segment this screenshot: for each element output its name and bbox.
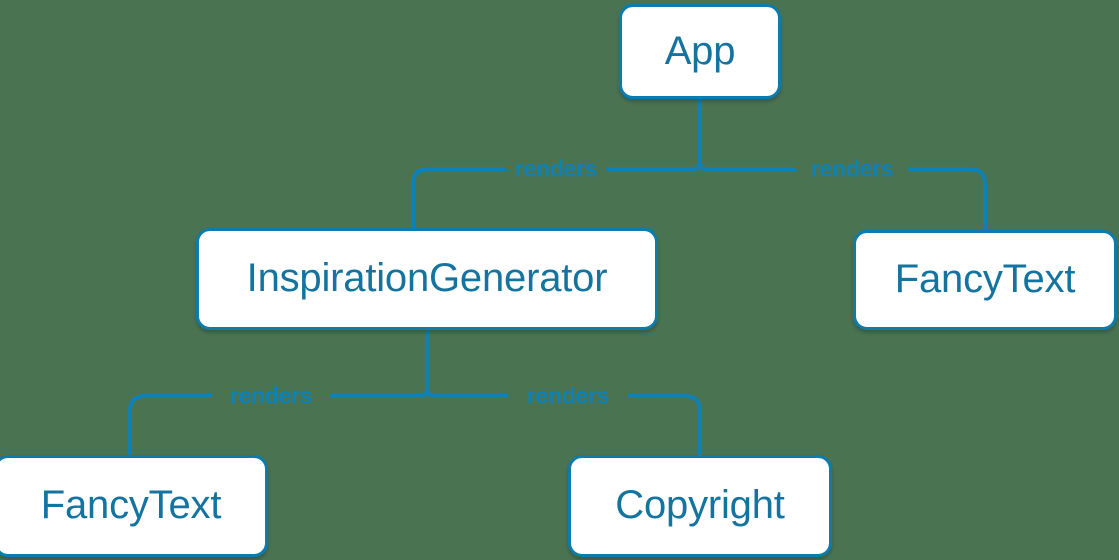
edge-app-junction-right <box>698 161 762 171</box>
edge-label-app-to-fancytext-right: renders <box>810 155 894 182</box>
edge-app-to-inspirationgenerator-corner <box>411 167 429 228</box>
edge-app-to-fancytext-right-corner <box>969 167 987 230</box>
edge-ig-junction-left <box>355 388 429 398</box>
edge-ig-to-copyright-corner <box>684 394 702 455</box>
node-app[interactable]: App <box>619 4 781 99</box>
node-inspiration-generator[interactable]: InspirationGenerator <box>196 228 658 330</box>
node-copyright-label: Copyright <box>615 483 785 527</box>
node-copyright[interactable]: Copyright <box>568 455 832 557</box>
node-fancytext-right[interactable]: FancyText <box>853 230 1117 330</box>
edge-ig-junction-right <box>425 388 479 398</box>
node-fancytext-right-label: FancyText <box>894 257 1076 301</box>
edge-ig-to-fancytext-bottom-left-corner <box>128 394 146 455</box>
edge-label-ig-to-copyright: renders <box>526 382 610 409</box>
node-fancytext-bottom-left-label: FancyText <box>40 483 222 527</box>
node-app-label: App <box>664 28 736 73</box>
edge-label-app-to-inspirationgenerator: renders <box>514 155 598 182</box>
node-fancytext-bottom-left[interactable]: FancyText <box>0 455 268 557</box>
edge-app-junction-left <box>640 161 702 171</box>
node-inspiration-generator-label: InspirationGenerator <box>246 256 608 300</box>
edge-label-ig-to-fancytext-bottom-left: renders <box>229 382 313 409</box>
